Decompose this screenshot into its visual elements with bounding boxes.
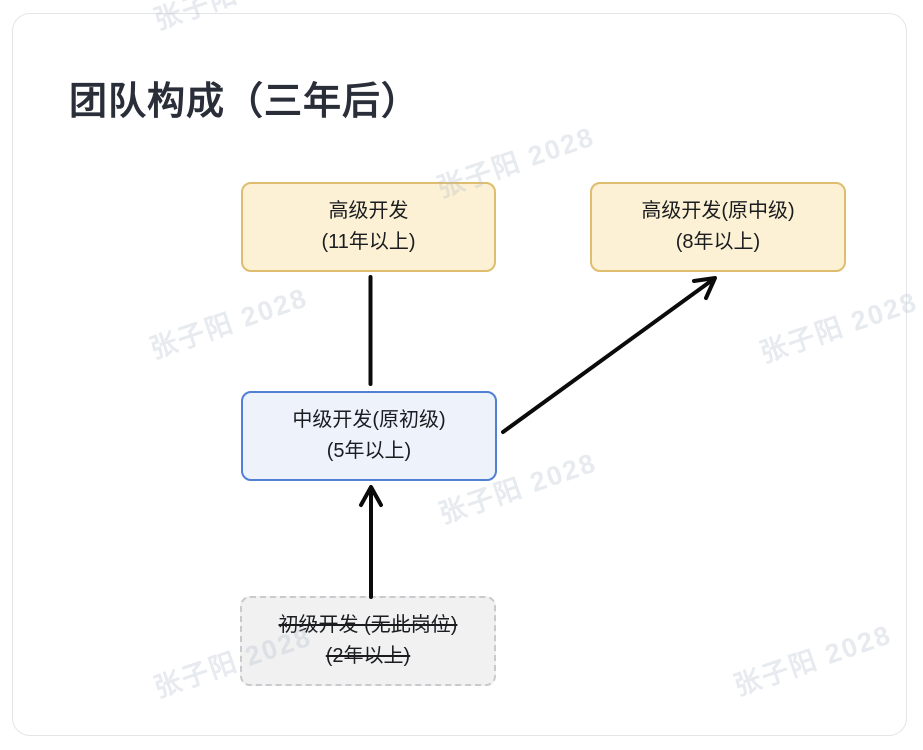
node-mid-dev-ex-junior-line2: (5年以上) (326, 440, 412, 462)
node-junior-dev-removed-line2: (2年以上) (325, 645, 411, 667)
node-mid-dev-ex-junior-line1: 中级开发(原初级) (292, 409, 446, 431)
node-senior-dev-line2: (11年以上) (321, 231, 416, 253)
node-senior-dev-ex-mid: 高级开发(原中级) (8年以上) (590, 182, 846, 272)
node-senior-dev-ex-mid-line1: 高级开发(原中级) (641, 200, 795, 222)
node-senior-dev-ex-mid-line2: (8年以上) (675, 231, 761, 253)
node-mid-dev-ex-junior: 中级开发(原初级) (5年以上) (241, 391, 497, 481)
diagram-title: 团队构成（三年后） (69, 81, 421, 123)
node-senior-dev: 高级开发 (11年以上) (241, 182, 496, 272)
node-junior-dev-removed: 初级开发 (无此岗位) (2年以上) (240, 596, 496, 686)
node-senior-dev-line1: 高级开发 (328, 200, 409, 222)
node-junior-dev-removed-line1: 初级开发 (无此岗位) (278, 614, 458, 636)
